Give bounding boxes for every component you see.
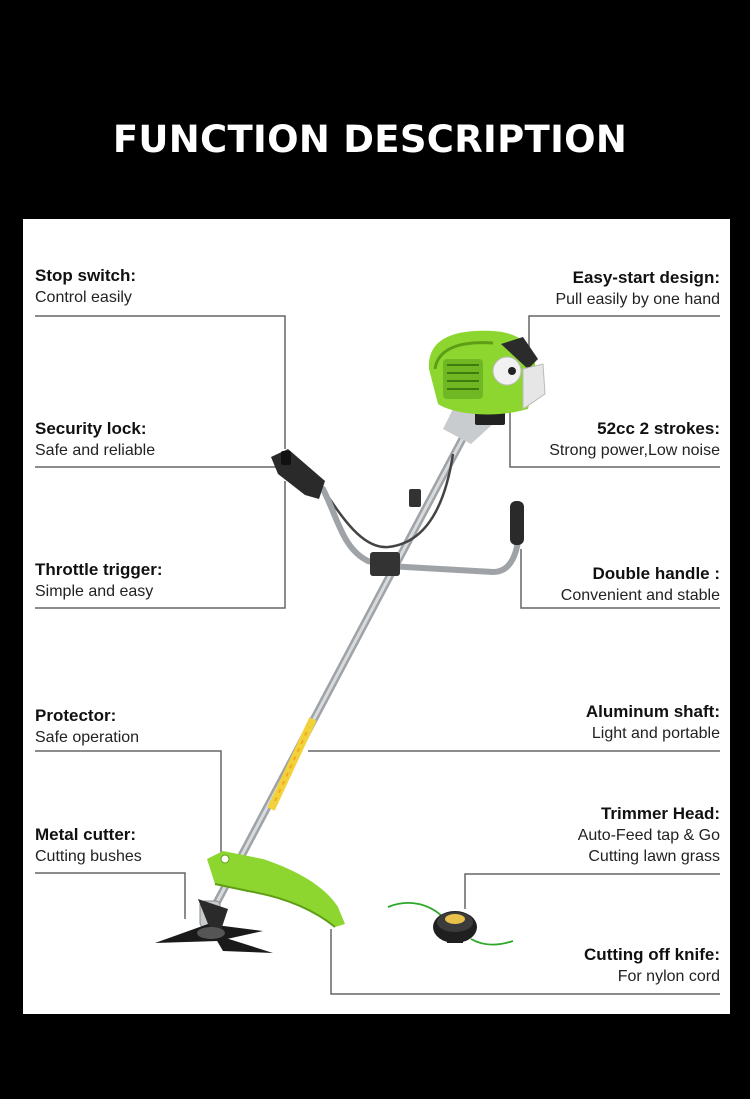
feature-title: Easy-start design: bbox=[572, 268, 720, 287]
protector bbox=[207, 851, 345, 928]
shaft-sticker bbox=[267, 717, 317, 811]
feature-desc: Convenient and stable bbox=[560, 587, 720, 604]
feature-desc: Control easily bbox=[35, 289, 132, 306]
feature-desc-line: Auto-Feed tap & Go bbox=[577, 827, 720, 844]
brush-cutter-illustration bbox=[155, 330, 546, 953]
feature-throttle-trigger: Throttle trigger: Simple and easy bbox=[35, 559, 355, 602]
feature-desc: For nylon cord bbox=[617, 968, 720, 985]
page-title: FUNCTION DESCRIPTION bbox=[112, 118, 628, 161]
leader-double-handle bbox=[520, 549, 720, 609]
feature-desc: Pull easily by one hand bbox=[555, 291, 720, 308]
feature-stop-switch: Stop switch: Control easily bbox=[35, 265, 355, 308]
feature-title: Protector: bbox=[35, 706, 117, 725]
trimmer-head-icon bbox=[387, 902, 514, 946]
leader-stop-switch bbox=[35, 315, 286, 449]
diagram bbox=[35, 315, 720, 995]
feature-engine: 52cc 2 strokes: Strong power,Low noise bbox=[400, 418, 720, 461]
feature-protector: Protector: Safe operation bbox=[35, 705, 355, 748]
feature-title: Metal cutter: bbox=[35, 825, 137, 844]
feature-desc: Simple and easy bbox=[35, 583, 154, 600]
feature-double-handle: Double handle : Convenient and stable bbox=[400, 563, 720, 606]
leader-easy-start bbox=[528, 315, 720, 359]
feature-cutting-knife: Cutting off knife: For nylon cord bbox=[400, 944, 720, 987]
feature-desc: Cutting bushes bbox=[35, 848, 142, 865]
feature-title: Trimmer Head: bbox=[600, 804, 720, 823]
feature-title: Throttle trigger: bbox=[35, 560, 163, 579]
metal-blade-icon bbox=[155, 899, 273, 953]
feature-title: Aluminum shaft: bbox=[585, 702, 720, 721]
leader-lines bbox=[35, 315, 720, 995]
feature-desc-line: Cutting lawn grass bbox=[588, 848, 720, 865]
feature-desc: Safe and reliable bbox=[35, 442, 156, 459]
leader-protector bbox=[35, 750, 222, 859]
feature-title: Security lock: bbox=[35, 419, 147, 438]
feature-security-lock: Security lock: Safe and reliable bbox=[35, 418, 355, 461]
feature-metal-cutter: Metal cutter: Cutting bushes bbox=[35, 824, 355, 867]
feature-desc: Light and portable bbox=[591, 725, 720, 742]
feature-desc: Strong power,Low noise bbox=[549, 442, 720, 459]
feature-desc: Safe operation bbox=[35, 729, 140, 746]
feature-easy-start: Easy-start design: Pull easily by one ha… bbox=[400, 267, 720, 310]
feature-title: Stop switch: bbox=[35, 266, 137, 285]
leader-metal-cutter bbox=[35, 872, 186, 919]
feature-title: Double handle : bbox=[592, 564, 721, 583]
feature-trimmer-head: Trimmer Head: Auto-Feed tap & Go Cutting… bbox=[400, 803, 720, 867]
feature-title: Cutting off knife: bbox=[584, 945, 720, 964]
feature-panel: Stop switch: Control easily Security loc… bbox=[23, 219, 730, 1014]
feature-aluminum-shaft: Aluminum shaft: Light and portable bbox=[400, 701, 720, 744]
leader-trimmer-head bbox=[464, 873, 720, 909]
feature-title: 52cc 2 strokes: bbox=[597, 419, 720, 438]
engine bbox=[428, 330, 546, 444]
leader-throttle-trigger bbox=[35, 481, 286, 609]
leader-cutting-knife bbox=[330, 929, 720, 995]
